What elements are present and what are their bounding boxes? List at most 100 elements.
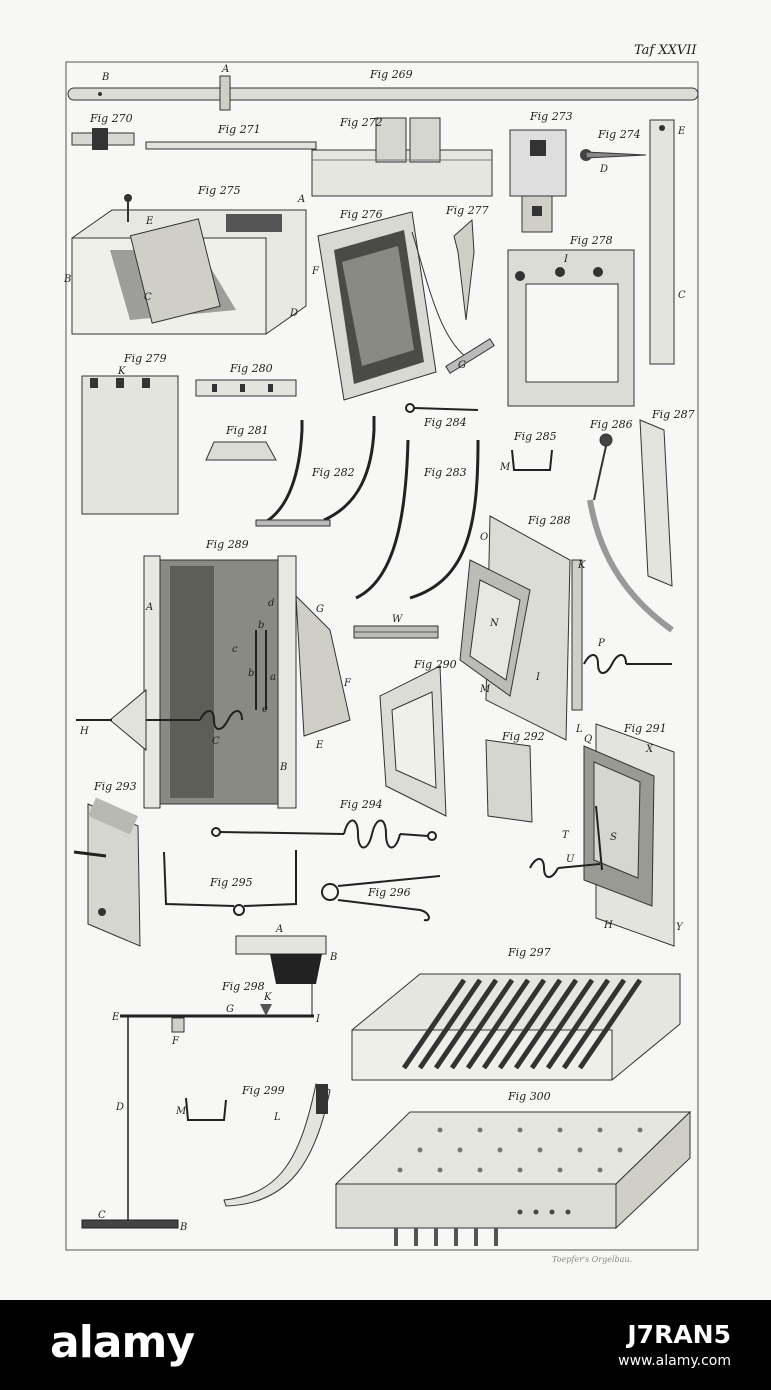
letter-label: S: [610, 832, 617, 843]
fig-294-label: Fig 294: [339, 798, 383, 811]
fig-276-frame: [317, 211, 495, 401]
letter-label: K: [263, 992, 272, 1003]
plate-title: Taf XXVII: [634, 43, 697, 58]
fig-286-lever: [587, 433, 674, 633]
letter-label: G: [316, 604, 324, 615]
letter-label: b: [258, 620, 264, 631]
letter-label: C: [144, 292, 152, 303]
letter-label: K: [117, 366, 126, 377]
letter-label: M: [479, 684, 491, 695]
fig-281-label: Fig 281: [225, 424, 269, 437]
fig-272-block: [311, 117, 493, 197]
fig-283-label: Fig 283: [423, 466, 467, 479]
letter-label: U: [566, 854, 575, 865]
fig-274-pin: [580, 149, 647, 161]
site-url[interactable]: www.alamy.com: [618, 1353, 731, 1369]
letter-label: b: [248, 668, 254, 679]
fig-269-label: Fig 269: [369, 68, 413, 81]
letter-label: M: [175, 1106, 187, 1117]
letter-label: F: [311, 266, 320, 277]
fig-273-block: [509, 129, 567, 233]
fig-272-label: Fig 272: [339, 116, 383, 129]
letter-label: I: [315, 1014, 321, 1025]
letter-label: P: [597, 638, 605, 649]
fig-296-wire: [321, 875, 441, 922]
fig-271-label: Fig 271: [217, 123, 261, 136]
fig-273-label: Fig 273: [529, 110, 573, 123]
tall-strip: [649, 119, 675, 365]
fig-300-board: [334, 1110, 692, 1246]
letter-label: c: [232, 644, 238, 655]
letter-label: e: [262, 704, 268, 715]
fig-291-pallet: [529, 723, 675, 947]
letter-label: D: [115, 1102, 124, 1113]
letter-label: O: [480, 532, 488, 543]
fig-275-box: [71, 194, 307, 335]
fig-292-block: [485, 739, 533, 823]
fig-300-label: Fig 300: [507, 1090, 551, 1103]
fig-294-spring: [211, 819, 437, 849]
letter-label: E: [677, 126, 686, 137]
image-id: J7RAN5: [627, 1320, 731, 1349]
fig-284-label: Fig 284: [423, 416, 467, 429]
letter-label: B: [179, 1222, 187, 1233]
fig-269-rod: [67, 75, 699, 111]
letter-label: B: [63, 274, 71, 285]
letter-label: E: [315, 740, 324, 751]
brand-logo: alamy: [50, 1317, 195, 1368]
letter-label: H: [79, 726, 89, 737]
letter-label: B: [279, 762, 287, 773]
fig-271-strip: [145, 141, 317, 150]
letter-label: B: [101, 72, 109, 83]
plate-frame: [65, 61, 699, 1251]
fig-281-wedge: [205, 441, 277, 461]
letter-label: A: [145, 602, 153, 613]
fig-292-label: Fig 292: [501, 730, 545, 743]
fig-278-frame: [507, 249, 635, 407]
letter-label: I: [563, 254, 569, 265]
fig-279-label: Fig 279: [123, 352, 167, 365]
letter-label: Y: [676, 922, 684, 933]
letter-label: E: [111, 1012, 120, 1023]
fig-284-hook: [405, 403, 479, 413]
fig-288-label: Fig 288: [527, 514, 571, 527]
fig-297-comb: [351, 973, 681, 1081]
fig-286-label: Fig 286: [589, 418, 633, 431]
letter-label: B: [329, 952, 337, 963]
fig-279-board: [81, 375, 179, 515]
fig-293-pallet: [73, 797, 141, 947]
watermark-bar: alamy J7RAN5 www.alamy.com: [0, 1300, 771, 1390]
fig-287-label: Fig 287: [651, 408, 695, 421]
fig-282-label: Fig 282: [311, 466, 355, 479]
fig-298-lever: [81, 935, 327, 1229]
fig-290-label: Fig 290: [413, 658, 457, 671]
letter-label: H: [603, 920, 613, 931]
letter-label: N: [489, 618, 500, 629]
w-strip: [353, 625, 439, 639]
letter-label: C: [98, 1210, 106, 1221]
fig-293-label: Fig 293: [93, 780, 137, 793]
fig-297-label: Fig 297: [507, 946, 551, 959]
letter-label: W: [392, 614, 403, 625]
fig-289-windchest: [76, 555, 351, 809]
letter-label: T: [562, 830, 570, 841]
fig-287-board: [639, 419, 673, 587]
fig-290-pallet: [379, 665, 447, 817]
fig-274-label: Fig 274: [597, 128, 641, 141]
fig-277-wedge: [453, 218, 475, 321]
letter-label: C: [212, 736, 220, 747]
fig-285-staple: [511, 449, 553, 471]
fig-275-label: Fig 275: [197, 184, 241, 197]
letter-label: A: [297, 194, 305, 205]
fig-283-spring: [355, 439, 480, 600]
letter-label: X: [645, 744, 654, 755]
fig-278-label: Fig 278: [569, 234, 613, 247]
fig-295-wire: [163, 850, 297, 916]
fig-296-label: Fig 296: [367, 886, 411, 899]
letter-label: L: [273, 1112, 281, 1123]
letter-label: D: [289, 308, 298, 319]
letter-label: K: [577, 560, 586, 571]
engraving-plate: Taf XXVII Fig 269 B A Fig 270 Fig 271 Fi…: [63, 43, 699, 1264]
letter-label: G: [458, 360, 466, 371]
letter-label: A: [221, 64, 229, 75]
